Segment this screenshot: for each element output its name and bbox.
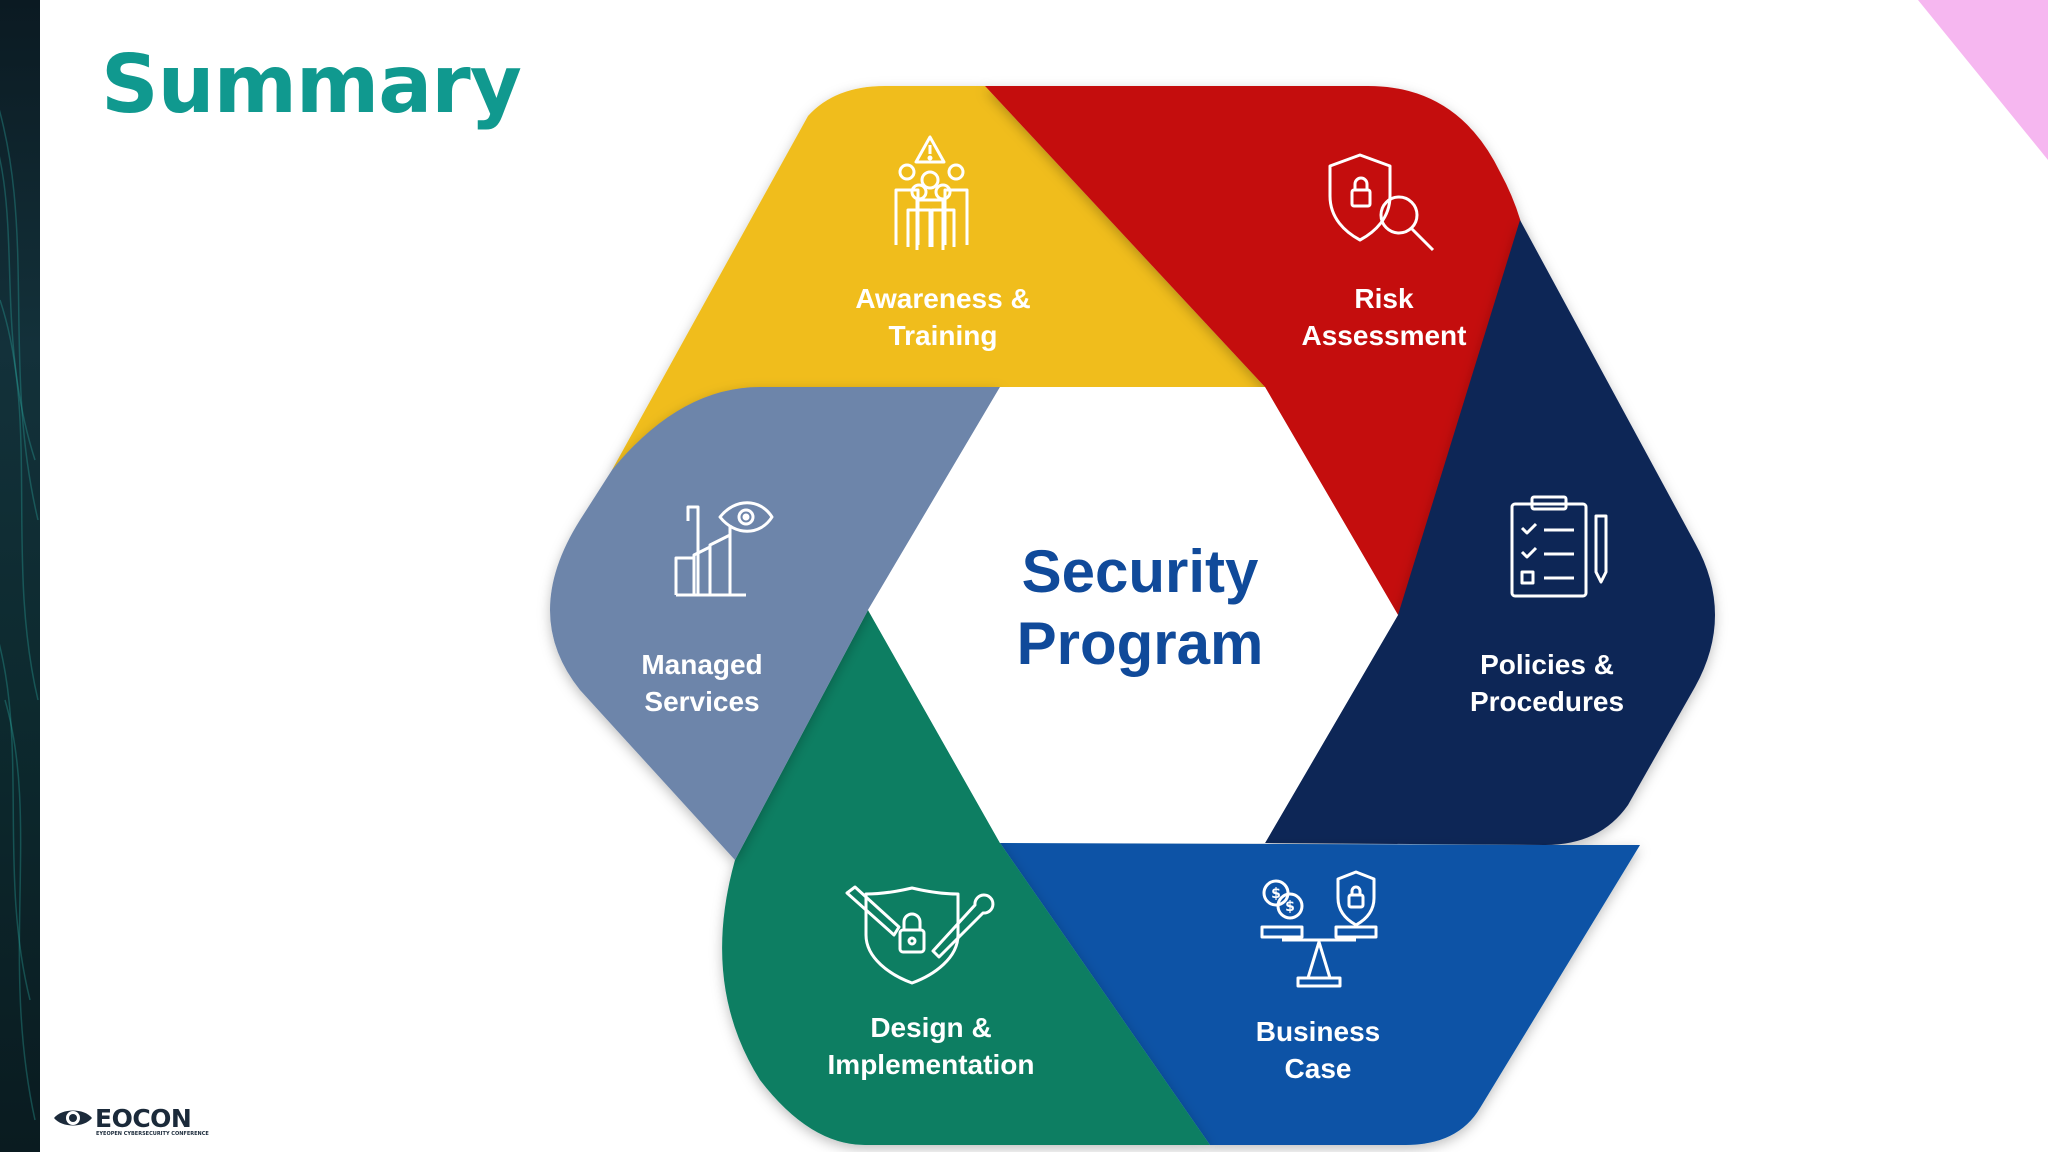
left-decorative-strip — [0, 0, 40, 1152]
segment-business-shape — [1000, 843, 1640, 1145]
segment-managed-shape — [550, 387, 1000, 860]
segment-awareness-shape — [612, 86, 1265, 470]
logo-subtitle: EYEOPEN CYBERSECURITY CONFERENCE — [96, 1131, 209, 1137]
segment-risk-line1: Risk — [1354, 283, 1414, 314]
segment-risk-shape — [985, 86, 1531, 615]
shield-lock-tools-icon — [845, 885, 995, 985]
segment-managed-line2: Services — [644, 686, 759, 717]
segment-policies-line1: Policies & — [1480, 649, 1614, 680]
center-hexagon — [868, 387, 1398, 843]
segment-risk-line2: Assessment — [1302, 320, 1467, 351]
chart-eye-icon — [674, 501, 774, 597]
segment-managed-line1: Managed — [641, 649, 762, 680]
svg-text:$: $ — [1271, 886, 1281, 902]
segment-awareness-line1: Awareness & — [855, 283, 1030, 314]
segment-policies-line2: Procedures — [1470, 686, 1624, 717]
corner-accent — [1918, 0, 2048, 160]
eocon-logo: EOCON EYEOPEN CYBERSECURITY CONFERENCE — [52, 1100, 222, 1140]
segment-policies: Policies & Procedures — [1265, 220, 1715, 845]
page-title: Summary — [101, 38, 522, 131]
segment-awareness: Awareness & Training — [612, 86, 1265, 470]
logo-text: EOCON — [95, 1104, 192, 1133]
people-warning-icon — [894, 135, 969, 250]
center-title-line2: Program — [1017, 610, 1264, 677]
eye-logo-icon — [54, 1110, 92, 1126]
segment-design-line2: Implementation — [828, 1049, 1035, 1080]
shield-lock-search-icon — [1328, 153, 1435, 252]
svg-text:$: $ — [1285, 899, 1295, 915]
clipboard-checklist-icon — [1510, 495, 1608, 598]
segment-design: Design & Implementation — [722, 610, 1210, 1145]
segment-design-shape — [722, 610, 1210, 1145]
segment-business-line1: Business — [1256, 1016, 1381, 1047]
segment-design-line1: Design & — [870, 1012, 991, 1043]
segment-policies-shape — [1265, 220, 1715, 845]
center-title-line1: Security — [1022, 538, 1259, 605]
segment-awareness-line2: Training — [889, 320, 998, 351]
segments-layer: Awareness &TrainingRiskAssessmentPolicie… — [550, 86, 1715, 1145]
scale-money-shield-icon: $ $ — [1260, 870, 1378, 988]
segment-business-line2: Case — [1285, 1053, 1352, 1084]
